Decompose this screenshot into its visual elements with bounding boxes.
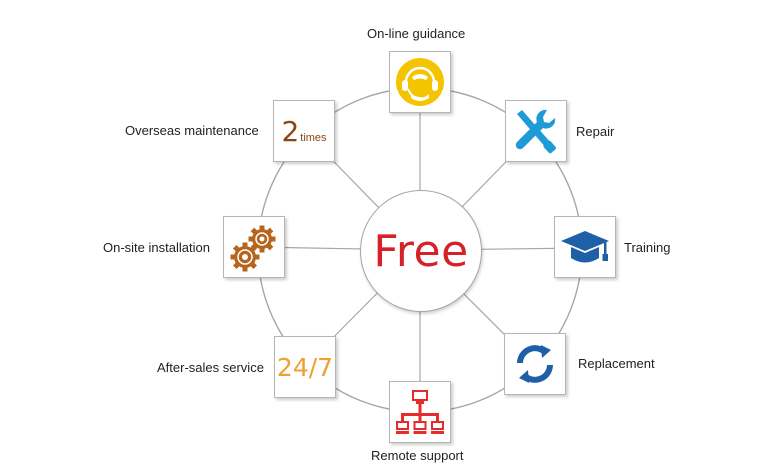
node-on-site-installation (223, 216, 285, 278)
two-times-text: 2 times (281, 115, 326, 148)
headset-icon (396, 58, 444, 106)
gears-icon (230, 225, 276, 272)
hours-24-7-text: 24/7 (276, 352, 334, 382)
wrench-screwdriver-icon (515, 109, 556, 154)
node-replacement (504, 333, 566, 395)
node-repair (505, 100, 567, 162)
label-online-guidance: On-line guidance (367, 26, 466, 41)
refresh-arrows-icon (517, 345, 553, 383)
label-overseas-maintenance: Overseas maintenance (125, 123, 259, 138)
center-hub: Free (360, 190, 482, 312)
node-overseas-maintenance: 2 times (273, 100, 335, 162)
center-label: Free (373, 225, 469, 277)
network-icon (396, 390, 444, 434)
node-training (554, 216, 616, 278)
label-remote-support: Remote support (371, 448, 464, 463)
node-after-sales-service: 24/7 (274, 336, 336, 398)
node-remote-support (389, 381, 451, 443)
label-repair: Repair (576, 124, 615, 139)
two-times-number: 2 (281, 114, 300, 148)
node-online-guidance (389, 51, 451, 113)
label-on-site-installation: On-site installation (103, 240, 210, 255)
label-after-sales-service: After-sales service (157, 360, 264, 375)
label-training: Training (624, 240, 671, 255)
graduation-cap-icon (561, 231, 609, 263)
two-times-word: times (300, 131, 327, 144)
label-replacement: Replacement (578, 356, 655, 371)
